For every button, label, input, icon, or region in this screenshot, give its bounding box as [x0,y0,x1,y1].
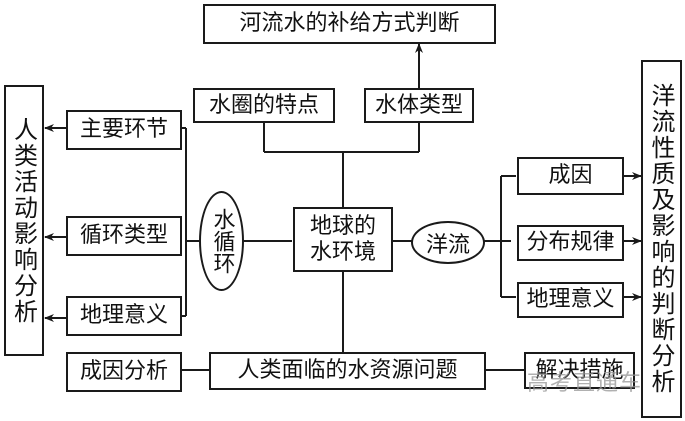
center-line1: 地球的 [309,214,376,240]
box-current-nature-impact: 洋流性质及影响的判断分析 [641,60,682,418]
box-hydrosphere-features: 水圈的特点 [193,88,335,123]
title-box-river-supply: 河流水的补给方式判断 [203,4,496,44]
box-main-links: 主要环节 [66,110,182,150]
box-cycle-types: 循环类型 [66,216,182,256]
box-human-activity-impact: 人类活动影响分析 [4,85,44,356]
box-water-body-types: 水体类型 [364,88,474,123]
box-current-geo-meaning: 地理意义 [517,282,624,318]
box-cause-analysis: 成因分析 [66,352,182,392]
center-line2: 水环境 [309,239,376,265]
box-current-distribution: 分布规律 [517,225,624,261]
box-current-cause: 成因 [517,157,624,195]
oval-water-cycle: 水循环 [199,191,244,291]
box-water-resource-problem: 人类面临的水资源问题 [209,352,486,390]
oval-ocean-current: 洋流 [411,221,485,264]
center-box-earth-water-environment: 地球的 水环境 [293,207,393,272]
box-solutions: 解决措施 [524,352,635,389]
watermark: 高考直通车 [527,371,643,396]
box-cycle-geo-meaning: 地理意义 [66,296,182,336]
